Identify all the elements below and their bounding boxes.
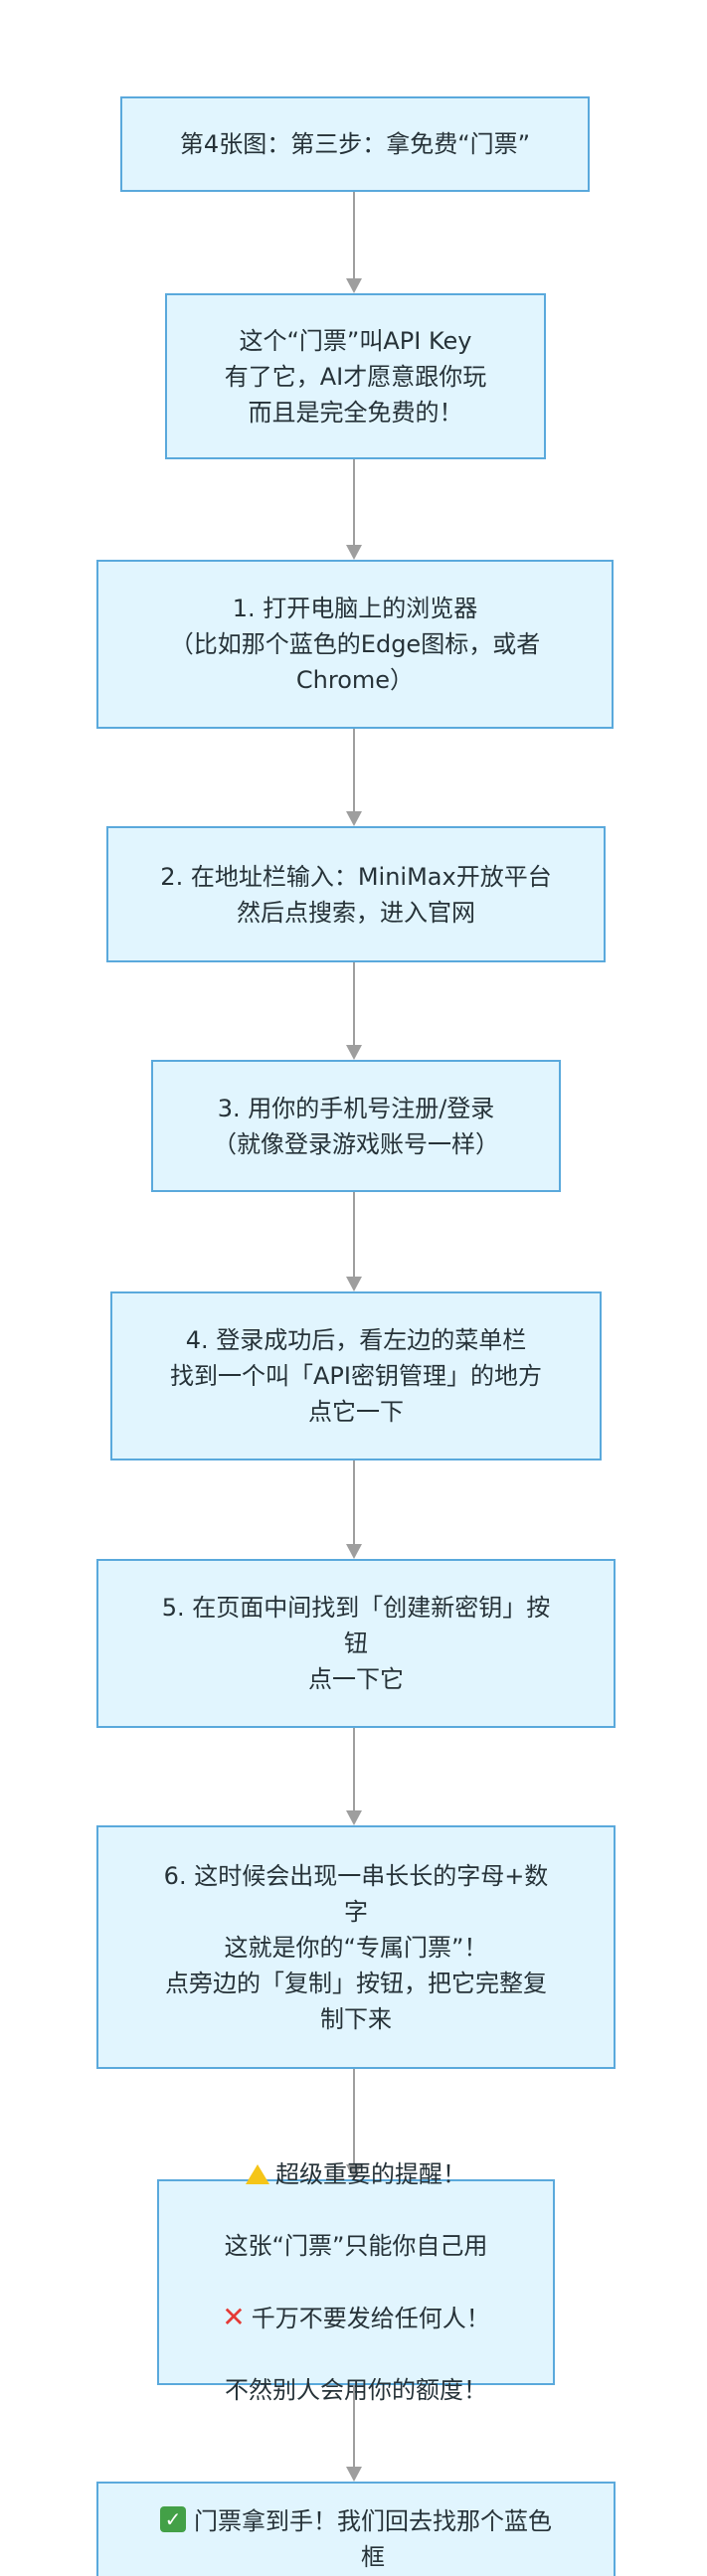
flow-node-title: 第4张图：第三步：拿免费“门票” [120, 96, 590, 192]
arrow-down-icon [346, 811, 362, 826]
warning-line-text: 超级重要的提醒！ [275, 2160, 466, 2188]
flow-connector [353, 1728, 355, 1812]
flow-node-step-3: 3. 用你的手机号注册/登录 （就像登录游戏账号一样） [151, 1060, 561, 1192]
flow-connector [353, 1460, 355, 1546]
arrow-down-icon [346, 1810, 362, 1825]
arrow-down-icon [346, 1045, 362, 1060]
node-label: 2. 在地址栏输入：MiniMax开放平台 然后点搜索，进入官网 [160, 862, 552, 927]
flow-node-step-4: 4. 登录成功后，看左边的菜单栏 找到一个叫「API密钥管理」的地方 点它一下 [110, 1291, 602, 1460]
node-label: 这个“门票”叫API Key 有了它，AI才愿意跟你玩 而且是完全免费的！ [224, 326, 487, 427]
warning-icon [246, 2164, 269, 2184]
arrow-down-icon [346, 545, 362, 560]
arrow-down-icon [346, 1544, 362, 1559]
node-label: 1. 打开电脑上的浏览器 （比如那个蓝色的Edge图标，或者 Chrome） [169, 595, 541, 694]
node-label: 4. 登录成功后，看左边的菜单栏 找到一个叫「API密钥管理」的地方 点它一下 [170, 1326, 542, 1426]
flow-connector [353, 459, 355, 547]
flow-node-step-6: 6. 这时候会出现一串长长的字母+数 字 这就是你的“专属门票”！ 点旁边的「复… [96, 1825, 616, 2069]
cross-line-text: 千万不要发给任何人！ [251, 2305, 490, 2332]
flow-connector [353, 962, 355, 1047]
flow-node-step-2: 2. 在地址栏输入：MiniMax开放平台 然后点搜索，进入官网 [106, 826, 606, 962]
flow-node-warning: 超级重要的提醒！ 这张“门票”只能你自己用 ✕千万不要发给任何人！ 不然别人会用… [157, 2160, 555, 2404]
warning-line-3: ✕千万不要发给任何人！ [222, 2300, 489, 2336]
flow-node-final: ✓ 门票拿到手！我们回去找那个蓝色 框 [96, 2482, 616, 2576]
flow-connector [353, 2385, 355, 2469]
flow-connector [353, 2069, 355, 2166]
arrow-down-icon [346, 1277, 362, 1291]
arrow-down-icon [346, 278, 362, 293]
node-label: 6. 这时候会出现一串长长的字母+数 字 这就是你的“专属门票”！ 点旁边的「复… [163, 1861, 549, 2033]
warning-line: 超级重要的提醒！ [222, 2156, 489, 2192]
final-line: 门票拿到手！我们回去找那个蓝色 框 [194, 2507, 552, 2571]
warning-line-2: 这张“门票”只能你自己用 [224, 2232, 488, 2260]
node-label: 第4张图：第三步：拿免费“门票” [179, 130, 531, 158]
flow-connector [353, 192, 355, 280]
cross-mark-icon: ✕ [222, 2301, 246, 2333]
flow-node-step-5: 5. 在页面中间找到「创建新密钥」按 钮 点一下它 [96, 1559, 616, 1728]
warning-line-4: 不然别人会用你的额度！ [225, 2376, 487, 2404]
arrow-down-icon [346, 2164, 362, 2179]
arrow-down-icon [346, 2467, 362, 2482]
flow-connector [353, 1192, 355, 1279]
node-label: 5. 在页面中间找到「创建新密钥」按 钮 点一下它 [161, 1594, 551, 1693]
flow-node-step-1: 1. 打开电脑上的浏览器 （比如那个蓝色的Edge图标，或者 Chrome） [96, 560, 614, 729]
warning-text-block: 超级重要的提醒！ 这张“门票”只能你自己用 ✕千万不要发给任何人！ 不然别人会用… [198, 2121, 513, 2444]
flow-node-api-key-intro: 这个“门票”叫API Key 有了它，AI才愿意跟你玩 而且是完全免费的！ [165, 293, 546, 459]
flow-connector [353, 729, 355, 813]
final-text-block: ✓ 门票拿到手！我们回去找那个蓝色 框 [136, 2503, 576, 2575]
node-label: 3. 用你的手机号注册/登录 （就像登录游戏账号一样） [213, 1094, 499, 1158]
check-mark-icon: ✓ [160, 2506, 186, 2532]
